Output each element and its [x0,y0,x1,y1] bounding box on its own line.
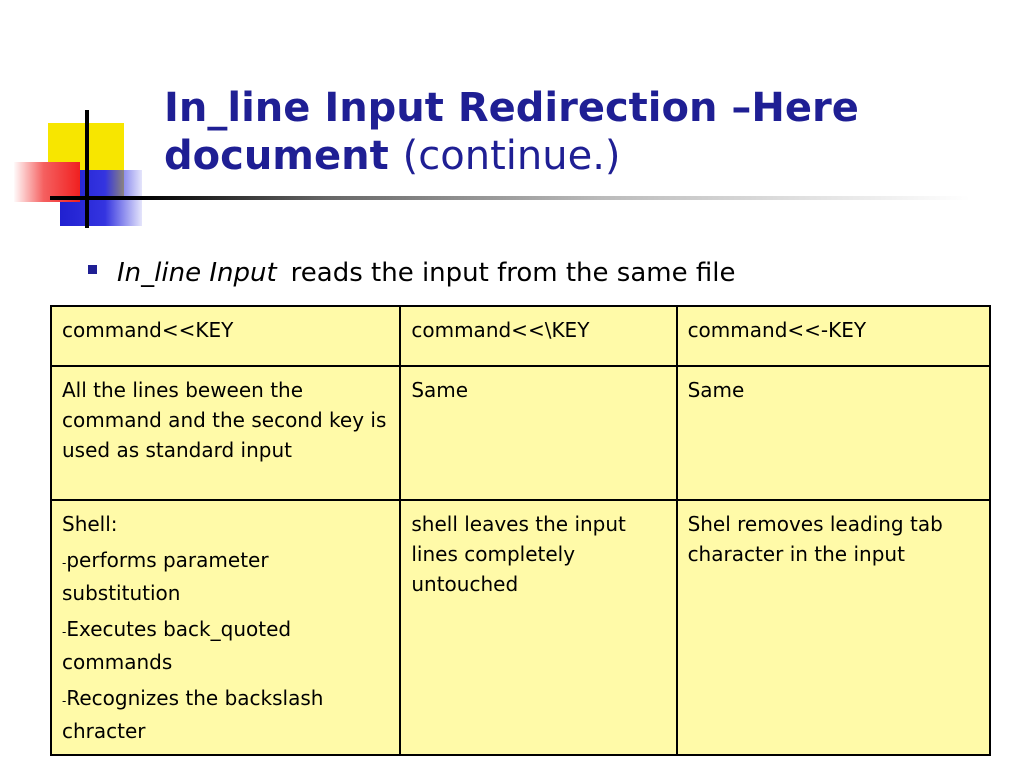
table-cell: Same [399,365,678,501]
table-cell: All the lines beween the command and the… [49,365,402,501]
dash-marker: - [62,625,67,639]
slide-logo-decoration [0,0,160,240]
square-bullet-icon [88,265,97,274]
bullet-italic-text: In_line Input [117,258,277,288]
table-cell: Shell: -performs parameter substitution … [49,499,402,756]
bullet-item: In_line Input reads the input from the sa… [88,258,735,288]
list-item: -Executes back_quoted commands [62,614,389,677]
list-item-text: Recognizes the backslash chracter [62,686,324,743]
vertical-rule [85,110,89,228]
list-item: -Recognizes the backslash chracter [62,683,389,746]
table-cell: command<<\KEY [399,305,678,367]
redirection-table: command<<KEY command<<\KEY command<<-KEY… [49,305,992,756]
table-cell: shell leaves the input lines completely … [399,499,678,756]
table-row: command<<KEY command<<\KEY command<<-KEY [49,305,992,367]
dash-marker: - [62,694,67,708]
title-normal-text: (continue.) [402,133,621,179]
red-square [14,162,80,202]
table-cell: Same [675,365,992,501]
list-item-text: performs parameter substitution [62,548,269,605]
list-item-text: Executes back_quoted commands [62,617,292,674]
slide-title: In_line Input Redirection –Here document… [164,84,1004,180]
shell-label: Shell: [62,512,118,536]
title-bold-text: In_line Input Redirection –Here document [164,85,859,179]
table-cell: command<<-KEY [675,305,992,367]
table-cell: command<<KEY [49,305,402,367]
table-cell: Shel removes leading tab character in th… [675,499,992,756]
list-item: -performs parameter substitution [62,545,389,608]
table-row: Shell: -performs parameter substitution … [49,499,992,756]
table-row: All the lines beween the command and the… [49,365,992,501]
bullet-text: reads the input from the same file [290,258,736,288]
dash-marker: - [62,556,67,570]
title-underline [50,196,970,200]
